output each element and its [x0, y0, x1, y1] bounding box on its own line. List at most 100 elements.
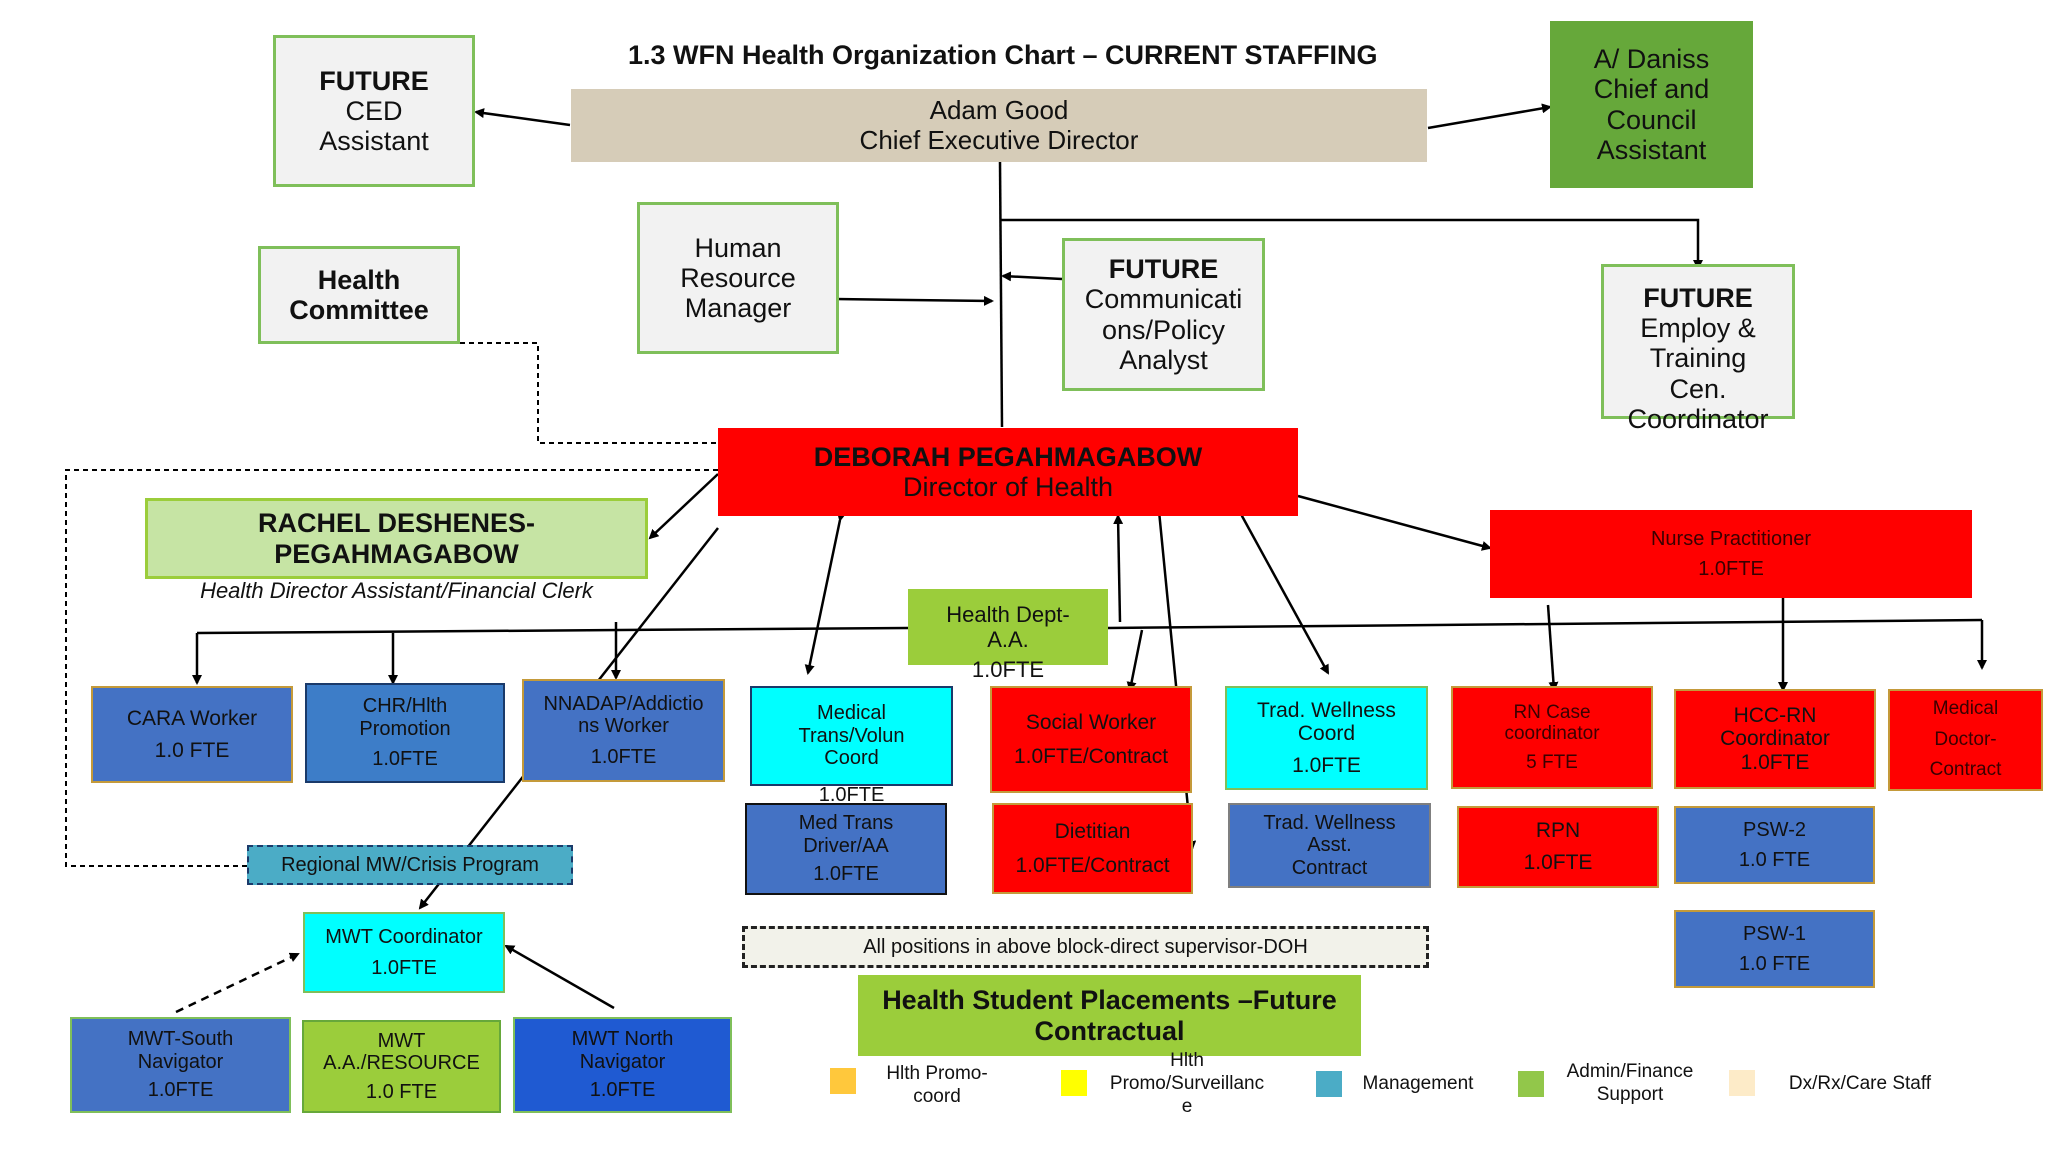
- box-line: Coordinator: [1720, 727, 1830, 751]
- box-line: Training: [1649, 343, 1747, 374]
- box-line: Promotion: [359, 717, 451, 740]
- box-line: Assistant: [1596, 134, 1707, 165]
- psw1-box: PSW-1 1.0 FTE: [1674, 910, 1875, 988]
- mwt-south-box: MWT-South Navigator 1.0FTE: [70, 1017, 291, 1113]
- legend-text: Admin/Finance: [1566, 1061, 1694, 1082]
- box-line: FUTURE: [1108, 254, 1219, 285]
- box-line: Communicati: [1084, 284, 1243, 315]
- box-line: CHR/Hlth: [362, 695, 448, 718]
- rn-case-box: RN Case coordinator 5 FTE: [1451, 686, 1653, 789]
- mwt-aa-box: MWT A.A./RESOURCE 1.0 FTE: [302, 1020, 501, 1113]
- box-line: Assistant: [319, 126, 429, 157]
- box-line: 1.0 FTE: [365, 1080, 438, 1103]
- box-line: Regional MW/Crisis Program: [281, 853, 539, 876]
- box-line: MWT-South: [127, 1028, 234, 1051]
- box-line: 1.0FTE: [818, 784, 885, 806]
- box-line: Health: [317, 264, 401, 295]
- box-line: HCC-RN: [1733, 703, 1817, 727]
- legend-text: Dx/Rx/Care Staff: [1788, 1073, 1932, 1094]
- trad-wellness-coord-box: Trad. Wellness Coord 1.0FTE: [1225, 686, 1428, 790]
- chart-title: 1.3 WFN Health Organization Chart – CURR…: [628, 40, 1378, 70]
- future-ced-assistant-box: FUTURE CED Assistant: [273, 35, 475, 187]
- legend-text: Hlth: [1170, 1050, 1204, 1071]
- box-line: Contract: [1291, 856, 1368, 879]
- box-line: Med Trans: [798, 812, 894, 835]
- box-line: 1.0FTE: [1698, 558, 1764, 580]
- director-box: DEBORAH PEGAHMAGABOW Director of Health: [718, 428, 1298, 516]
- all-positions-note: All positions in above block-direct supe…: [742, 926, 1429, 968]
- box-line: Coord: [824, 747, 879, 770]
- rpn-box: RPN 1.0FTE: [1457, 806, 1659, 888]
- legend-swatch-hlth-promo-coord: [830, 1068, 856, 1094]
- box-line: 1.0FTE: [1523, 851, 1593, 874]
- legend-swatch-hlth-promo-surveillance: [1061, 1070, 1087, 1096]
- box-line: Driver/AA: [803, 834, 889, 857]
- rachel-box: RACHEL DESHENES- PEGAHMAGABOW: [145, 498, 648, 579]
- box-line: FUTURE: [1643, 283, 1753, 313]
- box-line: 1.0 FTE: [1738, 953, 1811, 975]
- box-line: CARA Worker: [126, 706, 258, 730]
- box-line: Doctor-: [1934, 728, 1997, 750]
- nurse-practitioner-box: Nurse Practitioner 1.0FTE: [1490, 510, 1972, 598]
- connector-ced-spine: [998, 161, 1004, 428]
- legend-label: Dx/Rx/Care Staff: [1782, 1073, 1938, 1096]
- box-line: Navigator: [579, 1050, 666, 1073]
- connector-director-to-dietitian: [1157, 510, 1197, 851]
- future-employ-box: FUTURE Employ & Training Cen. Coordinato…: [1601, 264, 1795, 434]
- box-line: 1.0FTE/Contract: [1013, 744, 1169, 768]
- connector-ced-to-ced-assistant: [474, 108, 571, 127]
- rachel-role: Health Director Assistant/Financial Cler…: [200, 578, 593, 603]
- box-line: Health Dept-: [946, 602, 1070, 627]
- connector-regional-dashed: [65, 469, 718, 867]
- trad-wellness-asst-box: Trad. Wellness Asst. Contract: [1228, 803, 1431, 888]
- legend-text: Promo/Surveillanc: [1109, 1072, 1265, 1094]
- box-line: Nurse Practitioner: [1650, 527, 1812, 550]
- director-name: DEBORAH PEGAHMAGABOW: [813, 441, 1203, 472]
- legend-swatch-admin-finance: [1518, 1071, 1544, 1097]
- box-line: coordinator: [1504, 722, 1600, 744]
- health-dept-aa-box: Health Dept- A.A. 1.0FTE: [908, 589, 1108, 682]
- dietitian-box: Dietitian 1.0FTE/Contract: [992, 803, 1193, 894]
- box-line: Asst.: [1307, 834, 1352, 857]
- box-line: Contractual: [1034, 1015, 1185, 1046]
- box-line: RACHEL DESHENES-: [257, 508, 536, 539]
- box-line: MWT Coordinator: [325, 926, 483, 949]
- nnadap-box: NNADAP/Addictio ns Worker 1.0FTE: [522, 679, 725, 782]
- box-line: Navigator: [137, 1050, 224, 1073]
- box-line: Cen.: [1669, 373, 1727, 404]
- box-line: Coordinator: [1627, 403, 1769, 434]
- box-line: RPN: [1535, 819, 1581, 843]
- connector-south-to-mwt: [175, 952, 300, 1014]
- legend-text: e: [1181, 1095, 1193, 1117]
- box-line: Medical: [1932, 698, 1999, 720]
- box-line: Trad. Wellness: [1257, 698, 1396, 722]
- legend-label: Admin/Finance Support: [1560, 1061, 1700, 1107]
- chr-box: CHR/Hlth Promotion 1.0FTE: [305, 683, 505, 783]
- box-line: Council: [1606, 104, 1697, 135]
- legend-label: Hlth Promo- coord: [872, 1063, 1002, 1109]
- box-line: MWT North: [571, 1028, 674, 1051]
- connector-director-to-rachel: [648, 473, 719, 540]
- mwt-coordinator-box: MWT Coordinator 1.0FTE: [303, 912, 505, 993]
- dashed-connectors: [65, 342, 718, 867]
- ced-name: Adam Good: [929, 95, 1069, 126]
- connector-hr-to-spine: [834, 295, 994, 306]
- box-line: A.A.: [987, 626, 1029, 652]
- box-line: All positions in above block-direct supe…: [863, 935, 1308, 958]
- box-line: NNADAP/Addictio: [543, 692, 704, 715]
- box-line: RN Case: [1513, 701, 1591, 723]
- box-line: 1.0FTE: [813, 863, 879, 886]
- hcc-rn-box: HCC-RN Coordinator 1.0FTE: [1674, 689, 1876, 789]
- legend-label: Management: [1356, 1073, 1480, 1096]
- ced-box: Adam Good Chief Executive Director: [571, 89, 1427, 162]
- box-line: 1.0FTE: [371, 956, 437, 979]
- connector-director-trad: [1233, 506, 1330, 675]
- box-line: Coord: [1297, 722, 1356, 746]
- connector-director-to-np: [1297, 494, 1492, 551]
- social-worker-box: Social Worker 1.0FTE/Contract: [990, 686, 1192, 793]
- box-line: Employ &: [1640, 313, 1756, 344]
- connector-aa-to-director: [1113, 514, 1124, 623]
- director-role: Director of Health: [902, 472, 1114, 502]
- medical-doctor-box: Medical Doctor- Contract: [1888, 689, 2043, 791]
- box-line: 1.0FTE: [971, 657, 1045, 683]
